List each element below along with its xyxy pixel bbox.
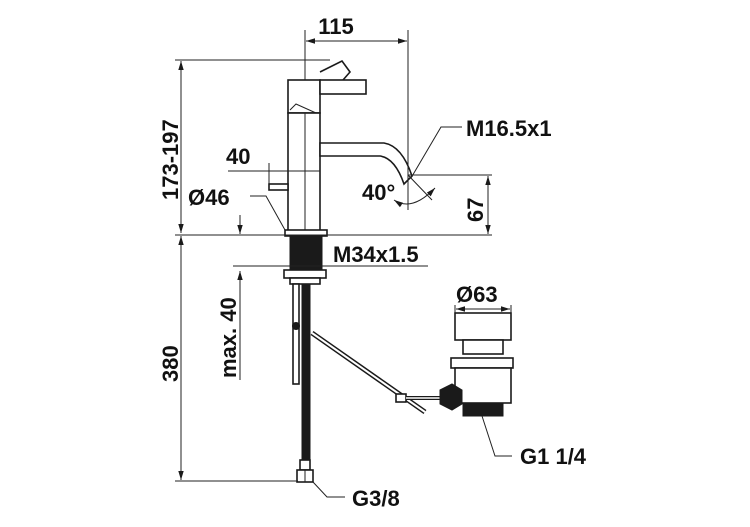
dimension-lines: [175, 30, 512, 498]
popup-rod: [310, 330, 444, 415]
dim-spout-reach: 115: [318, 14, 354, 39]
dim-max-deck-thickness: max. 40: [216, 297, 241, 378]
lever-handle: [319, 59, 352, 81]
dim-body-diameter: Ø46: [188, 185, 230, 210]
dim-overall-height: 173-197: [158, 119, 183, 200]
dim-hose-length: 380: [158, 345, 183, 382]
dim-lever-offset: 40: [226, 144, 250, 169]
dim-waste-diameter: Ø63: [456, 282, 498, 307]
dim-shank-thread: M34x1.5: [333, 242, 419, 267]
dim-hose-connection: G3/8: [352, 486, 400, 511]
dim-waste-thread: G1 1/4: [520, 444, 587, 469]
dim-aerator-thread: M16.5x1: [466, 116, 552, 141]
waste-fitting: [439, 312, 514, 417]
dim-spout-height: 67: [463, 198, 488, 222]
faucet-body: [268, 59, 413, 483]
dim-spout-angle: 40°: [362, 180, 395, 205]
